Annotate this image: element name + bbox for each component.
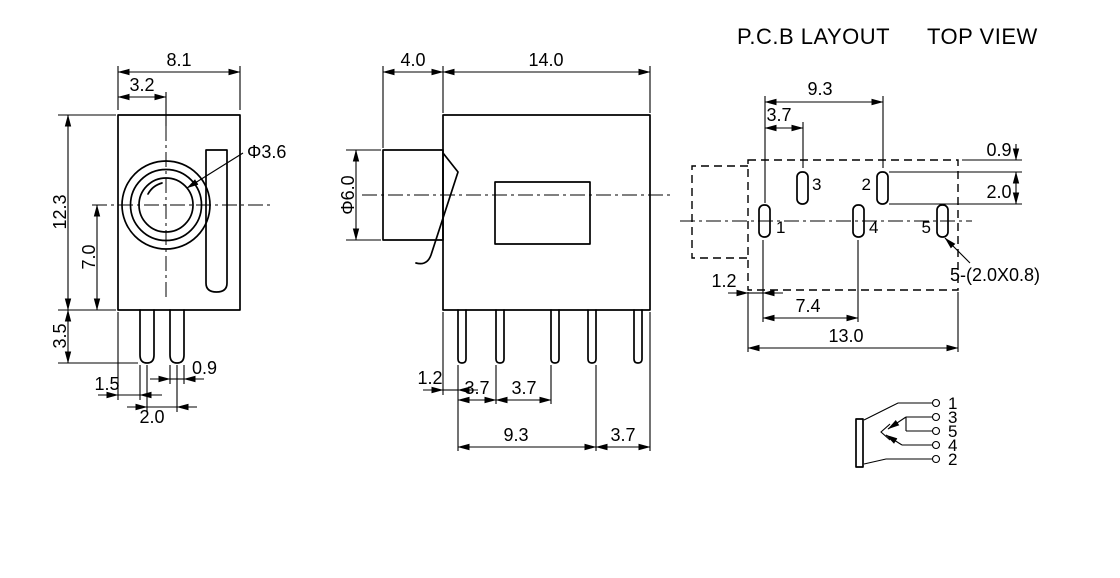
schematic-terminal-circle-2 [931,454,941,464]
pcb-body-outline [747,159,959,291]
schematic-pin-label-4: 4 [948,436,957,455]
side-body-outline [442,114,651,311]
pcb-pad-2 [876,171,889,205]
dim-pcb-pad-length: 2.0 [986,182,1011,202]
pcb-pad-3 [796,171,809,205]
pcb-pad-label-3: 3 [812,175,821,194]
schematic-pin-label-2: 2 [948,450,957,469]
schematic-contact-3 [887,416,907,430]
pcb-pad-label-2: 2 [862,175,871,194]
schematic-terminal-circle-4 [931,440,941,450]
front-side-slot [205,149,228,293]
dim-front-hole-dia: Φ3.6 [247,142,286,162]
jack-schematic: 1 3 5 4 2 [855,394,957,469]
side-view-dimension-lines [346,66,651,451]
front-view: 8.1 3.2 Φ3.6 12.3 7.0 3.5 1.5 0.9 2.0 [50,50,286,427]
schematic-terminal-circle-1 [931,398,941,408]
title-top-view: TOP VIEW [927,24,1038,49]
dim-front-width: 8.1 [166,50,191,70]
front-chamfer-arc [147,182,163,195]
pcb-barrel-outline [691,165,748,259]
side-window [494,181,591,245]
pcb-pad-4 [852,204,865,238]
schematic-pin-label-3: 3 [948,408,957,427]
side-view-outline [382,114,651,364]
dim-side-body-length: 14.0 [528,50,563,70]
dim-side-pitch-b: 3.7 [511,378,536,398]
dim-pcb-total-width: 13.0 [828,326,863,346]
side-pin-5 [633,309,643,364]
pcb-pad-label-5: 5 [922,218,931,237]
side-view-dimension-labels: 4.0 14.0 Φ6.0 1.2 3.7 3.7 9.3 3.7 [338,50,636,445]
side-pin-4 [587,309,597,364]
title-pcb-layout: P.C.B LAYOUT [737,24,890,49]
schematic-pin-labels: 1 3 5 4 2 [948,394,957,469]
drawing-title: P.C.B LAYOUT TOP VIEW [737,24,1038,49]
dim-front-axis-height: 7.0 [79,244,99,269]
front-view-dimension-lines [58,66,244,412]
dim-side-barrel-length: 4.0 [400,50,425,70]
schematic-tip-contact [880,423,891,441]
pcb-dimension-labels: 9.3 3.7 0.9 2.0 1.2 7.4 13.0 5-(2.0X0.8)… [711,79,1040,346]
dim-pcb-row-offset: 0.9 [986,140,1011,160]
dim-front-pin-edge-offset: 1.5 [94,374,119,394]
dim-pcb-edge-offset: 1.2 [711,271,736,291]
front-pin-1 [139,309,155,364]
pcb-pad-5 [936,204,949,238]
dim-pcb-pad3-offset: 3.7 [766,105,791,125]
side-pin-1 [457,309,467,364]
front-body-outline [117,114,241,311]
schematic-terminal-circle-3 [931,412,941,422]
front-view-centerlines [92,126,270,298]
schematic-wire-1 [863,402,932,421]
schematic-pin-label-1: 1 [948,394,957,413]
pcb-pad-label-1: 1 [776,218,785,237]
dim-pcb-pad-spec: 5-(2.0X0.8) [950,265,1040,285]
dim-front-pin-width: 0.9 [192,358,217,378]
dim-front-pin-pitch: 2.0 [139,407,164,427]
pcb-dimension-lines [728,96,1022,352]
dim-side-pitch-c: 3.7 [610,425,635,445]
side-view: 4.0 14.0 Φ6.0 1.2 3.7 3.7 9.3 3.7 [338,50,670,451]
pcb-pad-label-4: 4 [869,218,878,237]
front-view-outline [117,114,241,364]
pcb-pad-1 [758,204,771,238]
side-pin-2 [495,309,505,364]
dim-side-pin-edge-offset: 1.2 [417,368,442,388]
schematic-wire-2 [863,458,932,465]
dim-front-height: 12.3 [50,194,70,229]
side-spring-contact [415,152,459,265]
schematic-sleeve-bar [855,418,864,468]
pcb-outline-dashed [691,159,959,291]
side-pin-3 [550,309,560,364]
dim-side-span: 9.3 [503,425,528,445]
dim-front-pin-length: 3.5 [50,323,70,348]
dim-front-center-offset: 3.2 [129,75,154,95]
pcb-pads [758,171,949,238]
dim-pcb-span-mid: 7.4 [795,296,820,316]
schematic-contact-4 [885,434,903,446]
front-view-dimension-labels: 8.1 3.2 Φ3.6 12.3 7.0 3.5 1.5 0.9 2.0 [50,50,286,427]
schematic-pin-label-5: 5 [948,422,957,441]
schematic-wires [855,398,941,468]
dim-side-barrel-dia: Φ6.0 [338,175,358,214]
schematic-terminal-circle-5 [931,426,941,436]
dim-side-pitch-a: 3.7 [464,378,489,398]
pcb-layout-view: 9.3 3.7 0.9 2.0 1.2 7.4 13.0 5-(2.0X0.8)… [680,79,1040,352]
dim-pcb-span-top: 9.3 [807,79,832,99]
front-pin-2 [169,309,185,364]
